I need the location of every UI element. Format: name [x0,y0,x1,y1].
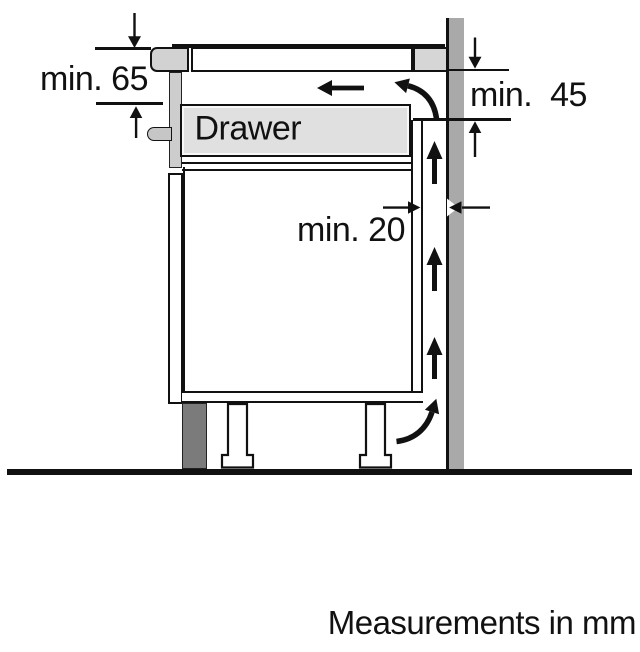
drawer-label: Drawer [194,109,302,148]
units-caption: Measurements in mm [327,604,637,641]
cabinet-interior-left-line [182,167,185,391]
cabinet-back-panel-outer-line [420,120,423,392]
airflow-arrow-left [317,80,364,96]
cabinet-leg-right [358,402,393,469]
floor-line [7,469,632,475]
airflow-arrow-up-3 [426,337,443,379]
plinth-block [182,403,207,469]
drawer-box: Drawer [179,103,411,157]
min45-bottom-dim-line [413,118,511,121]
min65-down-arrow [128,13,141,48]
airflow-arrow-up-2 [426,247,443,291]
mounting-bracket [146,126,172,142]
dimension-label-min-65: min. 65 [40,60,149,98]
airflow-arrow-curved-bottom [396,411,435,445]
airflow-arrow-curved-top [407,83,440,119]
shelf-under-drawer [181,162,411,171]
min45-down-arrow [468,37,482,69]
min65-top-dim-line [95,47,151,50]
worktop-end-section [413,47,446,72]
worktop-section [191,46,413,72]
cabinet-front-panel [167,172,183,404]
dimension-label-min-45: min. 45 [470,76,587,114]
min45-up-arrow [468,121,482,157]
airflow-arrow-curved-bottom-head [424,398,440,415]
cabinet-back-panel-inner-line [410,120,413,392]
hob-front-trim [149,46,189,72]
min65-bottom-dim-line [96,102,163,105]
airflow-arrow-curved-top-head [394,78,410,94]
dimension-label-min-20: min. 20 [297,211,406,249]
wall [448,18,464,469]
cabinet-bottom-panel [181,390,423,404]
cabinet-leg-left [220,402,255,469]
min65-up-arrow [129,106,143,138]
min45-top-dim-line [447,68,509,71]
airflow-arrow-up-1 [426,141,443,184]
hob-glass-top [172,43,445,49]
wall-edge-line [446,18,449,469]
